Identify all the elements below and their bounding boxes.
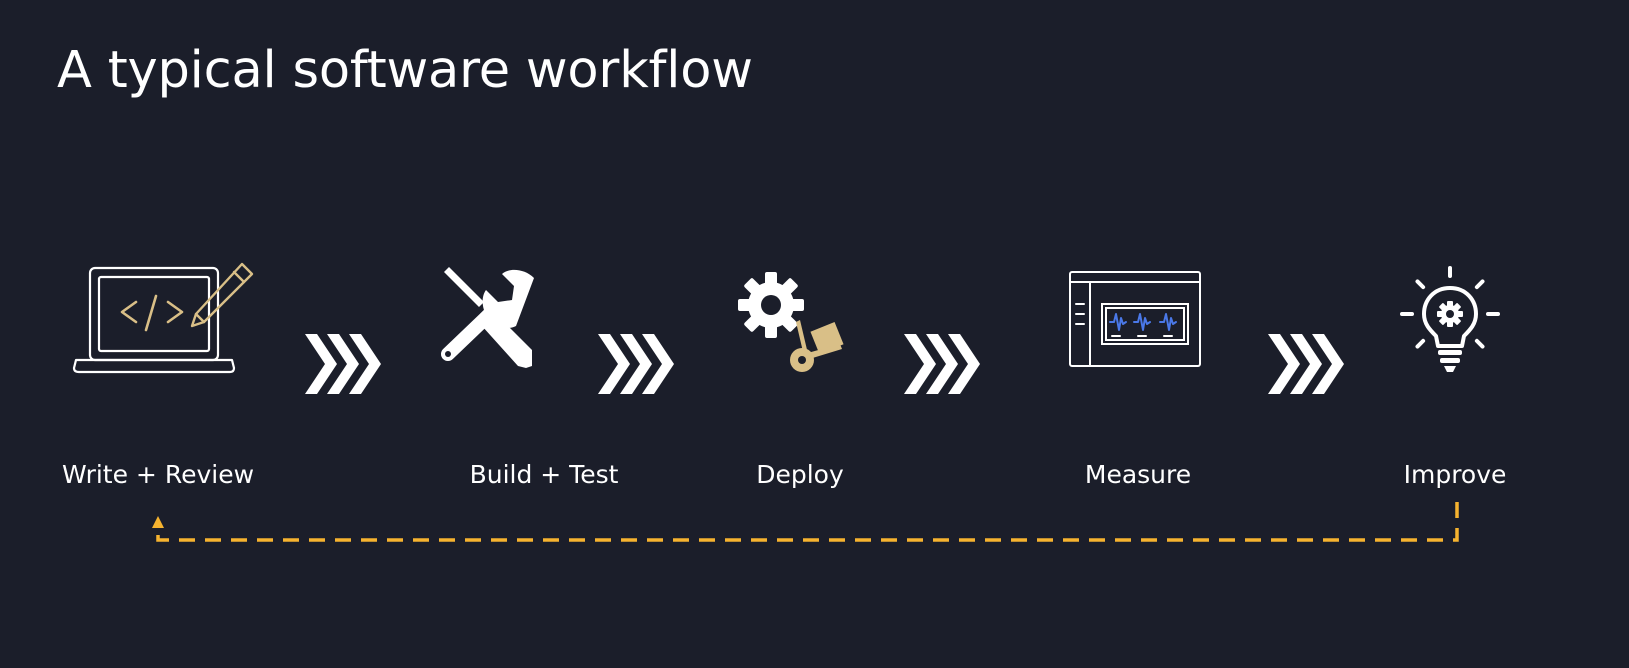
step-label-improve: Improve — [1403, 460, 1507, 489]
flow-arrow-4 — [1268, 334, 1344, 394]
wrench-screwdriver-icon — [441, 267, 534, 368]
step-label-build-test: Build + Test — [469, 460, 619, 489]
step-label-deploy: Deploy — [756, 460, 844, 489]
gear-hand-truck-icon — [738, 272, 844, 372]
slide-title: A typical software workflow — [57, 41, 753, 100]
flow-arrow-2 — [598, 334, 674, 394]
step-label-measure: Measure — [1084, 460, 1192, 489]
flow-arrow-3 — [904, 334, 980, 394]
flow-arrow-1 — [305, 334, 381, 394]
laptop-code-pencil-icon — [72, 262, 254, 374]
lightbulb-gear-icon — [1400, 266, 1500, 372]
monitor-dashboard-icon — [1069, 271, 1201, 367]
feedback-arrowhead-icon — [152, 516, 164, 528]
step-label-write-review: Write + Review — [61, 460, 255, 489]
